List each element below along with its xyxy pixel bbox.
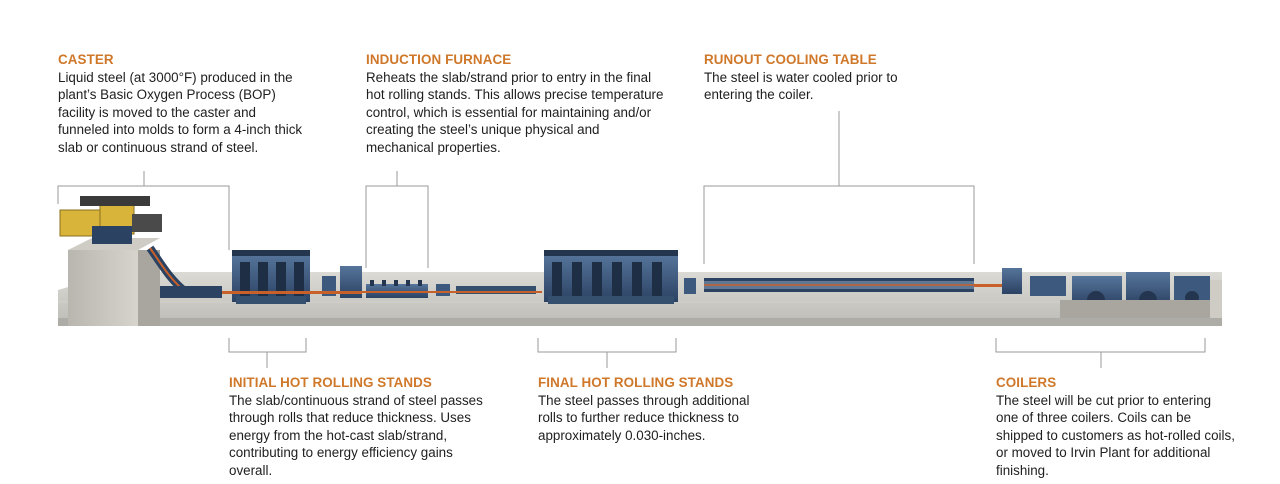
- induction-furnace: [362, 280, 542, 298]
- runout-cooling-table-label: RUNOUT COOLING TABLE The steel is water …: [704, 51, 934, 104]
- caster-machine: [59, 196, 222, 326]
- caster-description: Liquid steel (at 3000°F) produced in the…: [58, 69, 303, 155]
- runout-cooling-table-bracket: [703, 111, 975, 264]
- final-rolling-stands-title: FINAL HOT ROLLING STANDS: [538, 375, 734, 390]
- induction-furnace-title: INDUCTION FURNACE: [366, 52, 512, 67]
- runout-cooling-table-description: The steel is water cooled prior to enter…: [704, 69, 898, 103]
- initial-rolling-stands-bracket: [228, 338, 307, 368]
- caster-title: CASTER: [58, 52, 114, 67]
- caster-label: CASTER Liquid steel (at 3000°F) produced…: [58, 51, 308, 157]
- induction-furnace-bracket: [365, 171, 429, 268]
- induction-furnace-label: INDUCTION FURNACE Reheats the slab/stran…: [366, 51, 666, 157]
- coilers-description: The steel will be cut prior to entering …: [996, 392, 1235, 478]
- coilers-title: COILERS: [996, 375, 1057, 390]
- caster-bracket: [57, 171, 230, 250]
- initial-rolling-stands-title: INITIAL HOT ROLLING STANDS: [229, 375, 432, 390]
- transfer-equipment: [222, 266, 362, 298]
- coilers-label: COILERS The steel will be cut prior to e…: [996, 374, 1236, 480]
- final-rolling-stands-label: FINAL HOT ROLLING STANDS The steel passe…: [538, 374, 768, 444]
- initial-rolling-stands-label: INITIAL HOT ROLLING STANDS The slab/cont…: [229, 374, 489, 480]
- coilers: [1002, 268, 1222, 318]
- initial-rolling-stands-description: The slab/continuous strand of steel pass…: [229, 392, 483, 478]
- runout-cooling-table: [704, 278, 1004, 292]
- initial-rolling-stands: [232, 250, 310, 304]
- final-rolling-stands: [544, 250, 696, 304]
- runout-cooling-table-title: RUNOUT COOLING TABLE: [704, 52, 877, 67]
- induction-furnace-description: Reheats the slab/strand prior to entry i…: [366, 69, 664, 155]
- final-rolling-stands-description: The steel passes through additional roll…: [538, 392, 750, 443]
- coilers-bracket: [995, 338, 1206, 368]
- final-rolling-stands-bracket: [537, 338, 677, 368]
